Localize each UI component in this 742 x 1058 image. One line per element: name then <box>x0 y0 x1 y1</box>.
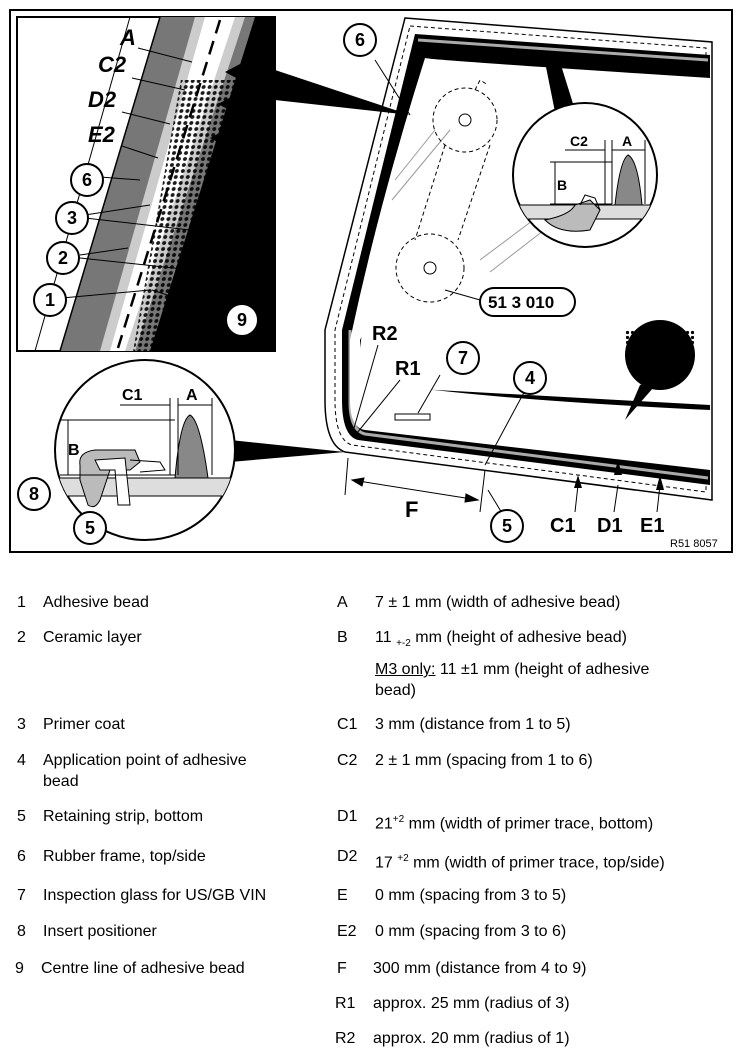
label-D2-inset: D2 <box>88 87 117 112</box>
dimension-F <box>344 457 486 513</box>
b-tolerance: +-2 <box>396 638 411 650</box>
label-F: F <box>405 497 418 522</box>
label-E1: E1 <box>640 515 664 537</box>
legend-text: approx. 20 mm (radius of 1) <box>373 1030 570 1047</box>
d1-value: 21 <box>375 815 393 833</box>
legend-num: 2 <box>17 629 26 646</box>
legend-text: Adhesive bead <box>43 594 149 611</box>
legend-key: R1 <box>335 995 356 1012</box>
callout-8: 8 <box>29 484 39 504</box>
callout-9-inset: 9 <box>237 310 247 330</box>
legend-text: Retaining strip, bottom <box>43 808 204 825</box>
b-value: 11 <box>375 629 392 646</box>
label-A-detail: A <box>622 133 632 149</box>
label-A-inset: A <box>119 25 136 50</box>
label-C1-detail: C1 <box>122 387 143 404</box>
legend-key: B <box>337 629 348 646</box>
legend-text: Application point of adhesive <box>43 752 247 769</box>
label-B-detail: B <box>557 177 567 193</box>
legend-text: Ceramic layer <box>43 629 142 646</box>
callout-7: 7 <box>458 348 468 368</box>
callout-6-inset: 6 <box>82 170 92 190</box>
label-R2: R2 <box>372 323 398 345</box>
label-R1: R1 <box>395 358 421 380</box>
label-B-detail-bottom: B <box>68 442 80 459</box>
d2-tolerance: +2 <box>397 853 409 864</box>
detail-circle-top: C2 A B <box>512 62 658 248</box>
label-A-detail-bottom: A <box>186 387 198 404</box>
callout-1-inset: 1 <box>45 290 55 310</box>
d1-tolerance: +2 <box>392 814 405 825</box>
callout-6-top: 6 <box>355 30 365 50</box>
legend-key: E <box>337 887 348 904</box>
legend-text: 0 mm (spacing from 3 to 6) <box>375 923 567 940</box>
legend-num: 6 <box>17 848 26 865</box>
legend-text: 7 ± 1 mm (width of adhesive bead) <box>375 594 621 611</box>
d2-value: 17 <box>375 854 398 872</box>
legend-num: 5 <box>17 808 26 825</box>
legend-text: 300 mm (distance from 4 to 9) <box>373 960 587 977</box>
label-C1: C1 <box>550 515 576 537</box>
legend-text: Inspection glass for US/GB VIN <box>43 887 267 904</box>
reference-number: R51 8057 <box>670 538 718 550</box>
m3-label: M3 only: <box>375 661 436 678</box>
legend-key: D1 <box>337 808 358 825</box>
legend-num: 4 <box>17 752 26 769</box>
legend-text: Rubber frame, top/side <box>43 848 206 865</box>
label-E2-inset: E2 <box>88 122 116 147</box>
legend-text: 3 mm (distance from 1 to 5) <box>375 716 571 733</box>
label-D1: D1 <box>597 515 623 537</box>
part-number-label: 51 3 010 <box>488 293 554 312</box>
b-desc: mm (height of adhesive bead) <box>410 629 627 646</box>
legend-text: 0 mm (spacing from 3 to 5) <box>375 887 567 904</box>
legend-text: bead <box>43 773 79 790</box>
d2-desc: mm (width of primer trace, top/side) <box>408 854 665 872</box>
legend-key: R2 <box>335 1030 356 1047</box>
legend-text: Primer coat <box>43 716 125 733</box>
legend-text: Insert positioner <box>43 923 157 940</box>
callout-5-detail: 5 <box>85 518 95 538</box>
legend-num: 8 <box>17 923 26 940</box>
callout-2-inset: 2 <box>58 248 68 268</box>
legend-key: E2 <box>337 923 357 940</box>
legend-num: 3 <box>17 716 26 733</box>
legend-text: approx. 25 mm (radius of 3) <box>373 995 570 1012</box>
legend-key: C1 <box>337 716 358 733</box>
legend-text: 2 ± 1 mm (spacing from 1 to 6) <box>375 752 593 769</box>
callout-5-bottom: 5 <box>502 516 512 536</box>
windshield-diagram: A C2 D2 E2 <box>9 9 733 553</box>
legend-num: 7 <box>17 887 26 904</box>
legend-key: D2 <box>337 848 358 865</box>
m3-text: 11 ±1 mm (height of adhesive <box>435 661 650 678</box>
legend-key: F <box>337 960 347 977</box>
legend-num: 1 <box>17 594 26 611</box>
d1-desc: mm (width of primer trace, bottom) <box>404 815 654 833</box>
detail-circle-bottom: C1 A B <box>54 359 345 541</box>
legend-key: A <box>337 594 348 611</box>
m3-text2: bead) <box>375 682 416 699</box>
legend-num: 9 <box>15 960 24 977</box>
legend-key: C2 <box>337 752 358 769</box>
callout-3-inset: 3 <box>67 208 77 228</box>
label-C2-inset: C2 <box>98 52 127 77</box>
legend-text: Centre line of adhesive bead <box>41 960 245 977</box>
inspection-glass <box>394 413 431 421</box>
label-C2-detail: C2 <box>570 133 588 149</box>
callout-4: 4 <box>525 368 535 388</box>
